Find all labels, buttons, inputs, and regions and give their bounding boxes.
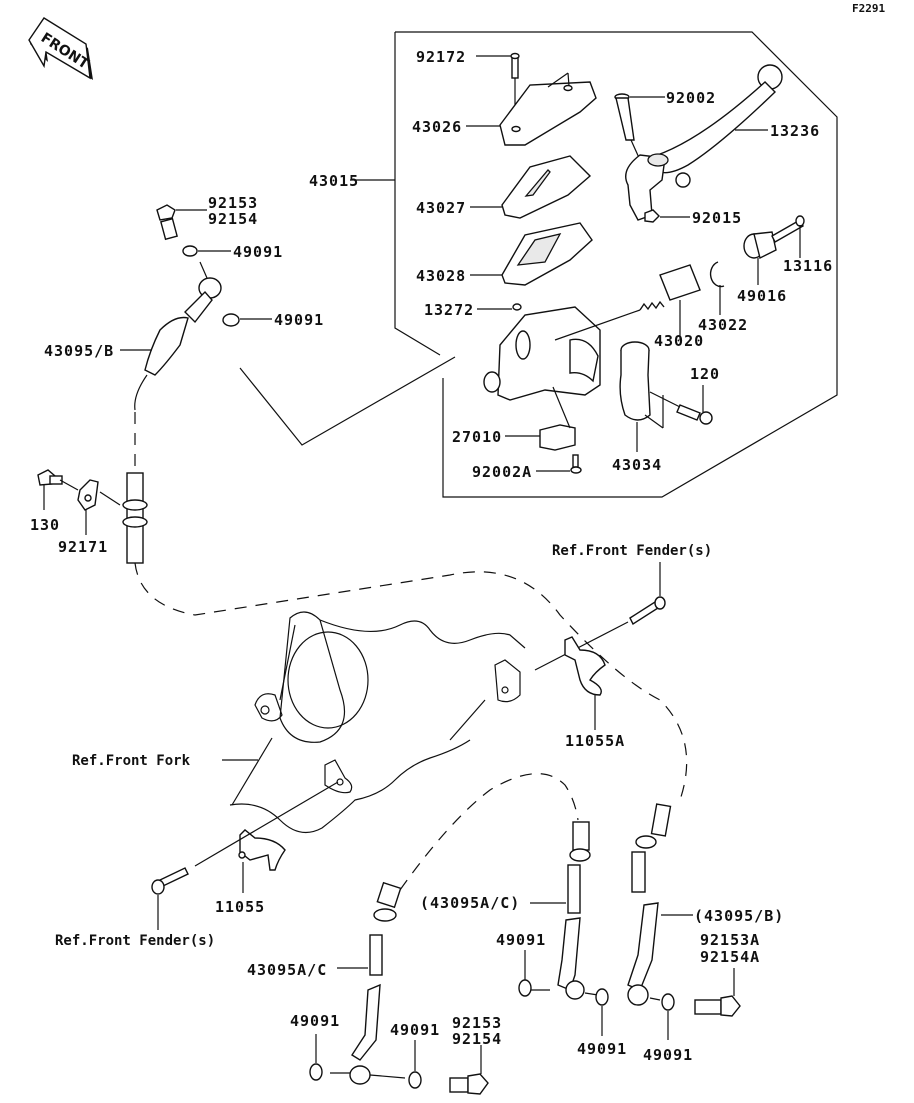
ref-front-fender-bottom: Ref.Front Fender(s) — [55, 933, 215, 949]
hose-43095AC-left — [330, 881, 406, 1085]
switch-27010 — [539, 386, 576, 451]
boot-49016 — [743, 231, 777, 285]
ref-front-fork: Ref.Front Fork — [72, 753, 191, 769]
label-49091-a: 49091 — [233, 243, 283, 261]
fender-bolt-top — [534, 596, 666, 671]
piston-43020 — [639, 264, 701, 340]
label-49091-d: 49091 — [390, 1021, 440, 1039]
screw-92002A — [570, 454, 582, 474]
label-120: 120 — [690, 365, 720, 383]
label-92171: 92171 — [58, 538, 108, 556]
label-49091-g: 49091 — [643, 1046, 693, 1064]
assembly-boundary — [395, 31, 838, 498]
label-43095AC-paren: (43095A/C) — [420, 894, 520, 912]
label-49091-e: 49091 — [496, 931, 546, 949]
washer-49091-d — [408, 1071, 422, 1089]
master-cylinder-body — [483, 306, 641, 401]
label-43022: 43022 — [698, 316, 748, 334]
label-43020: 43020 — [654, 332, 704, 350]
hose-grommet — [122, 472, 148, 564]
label-11055A: 11055A — [565, 732, 625, 750]
label-13272: 13272 — [424, 301, 474, 319]
ref-front-fender-top: Ref.Front Fender(s) — [552, 543, 712, 559]
label-27010: 27010 — [452, 428, 502, 446]
clamp-11055 — [194, 781, 339, 893]
hose-43095AC-middle — [531, 821, 599, 1000]
label-92153-top: 92153 — [208, 194, 258, 212]
washer-49091-e — [518, 979, 532, 997]
fender-bolt-bottom — [151, 867, 189, 930]
washer-49091-b — [222, 313, 240, 327]
front-fork-outline — [229, 611, 526, 834]
washer-49091-c — [309, 1063, 323, 1081]
label-13116: 13116 — [783, 257, 833, 275]
front-arrow-icon: FRONT — [28, 17, 93, 80]
label-92002: 92002 — [666, 89, 716, 107]
label-43026: 43026 — [412, 118, 462, 136]
label-49016: 49016 — [737, 287, 787, 305]
clamp-11055A — [564, 636, 606, 730]
bolt-120 — [649, 385, 713, 425]
banjo-bolt-top — [156, 204, 178, 241]
washer-49091-g — [661, 993, 675, 1011]
push-rod-13116 — [771, 215, 805, 258]
label-49091-c: 49091 — [290, 1012, 340, 1030]
diagram-code: F2291 — [852, 2, 885, 15]
label-92154-bottom: 92154 — [452, 1030, 502, 1048]
washer-49091-a — [182, 245, 198, 257]
plate-43027 — [501, 155, 592, 219]
label-13236: 13236 — [770, 122, 820, 140]
label-43028: 43028 — [416, 267, 466, 285]
washer-49091-f — [595, 988, 609, 1006]
label-49091-b: 49091 — [274, 311, 324, 329]
reservoir-cap-43026 — [499, 72, 597, 146]
label-92153A: 92153A — [700, 931, 760, 949]
label-43027: 43027 — [416, 199, 466, 217]
pivot-bolt-92002 — [614, 93, 641, 161]
label-43095AC: 43095A/C — [247, 961, 327, 979]
label-43015: 43015 — [309, 172, 359, 190]
label-11055: 11055 — [215, 898, 265, 916]
diaphragm-43028 — [501, 222, 593, 286]
lever-13236 — [625, 64, 783, 221]
label-92002A: 92002A — [472, 463, 532, 481]
label-92015: 92015 — [692, 209, 742, 227]
label-49091-f: 49091 — [577, 1040, 627, 1058]
label-130: 130 — [30, 516, 60, 534]
clamp-43034 — [619, 341, 664, 452]
label-92172: 92172 — [416, 48, 466, 66]
label-92153-bottom: 92153 — [452, 1014, 502, 1032]
label-43095B: 43095/B — [44, 342, 114, 360]
label-92154-top: 92154 — [208, 210, 258, 228]
banjo-bolt-bottom-left — [449, 1045, 489, 1095]
bracket-92171 — [77, 479, 121, 535]
banjo-bolt-bottom-right — [694, 968, 741, 1017]
label-92154A: 92154A — [700, 948, 760, 966]
hose-43095B-top — [144, 261, 222, 376]
nut-92015 — [644, 209, 660, 223]
hose-43095B-right — [627, 803, 672, 1006]
label-43095B-paren: (43095/B) — [694, 907, 784, 925]
bolt-130 — [37, 469, 79, 510]
circlip-43022 — [709, 261, 725, 315]
label-43034: 43034 — [612, 456, 662, 474]
